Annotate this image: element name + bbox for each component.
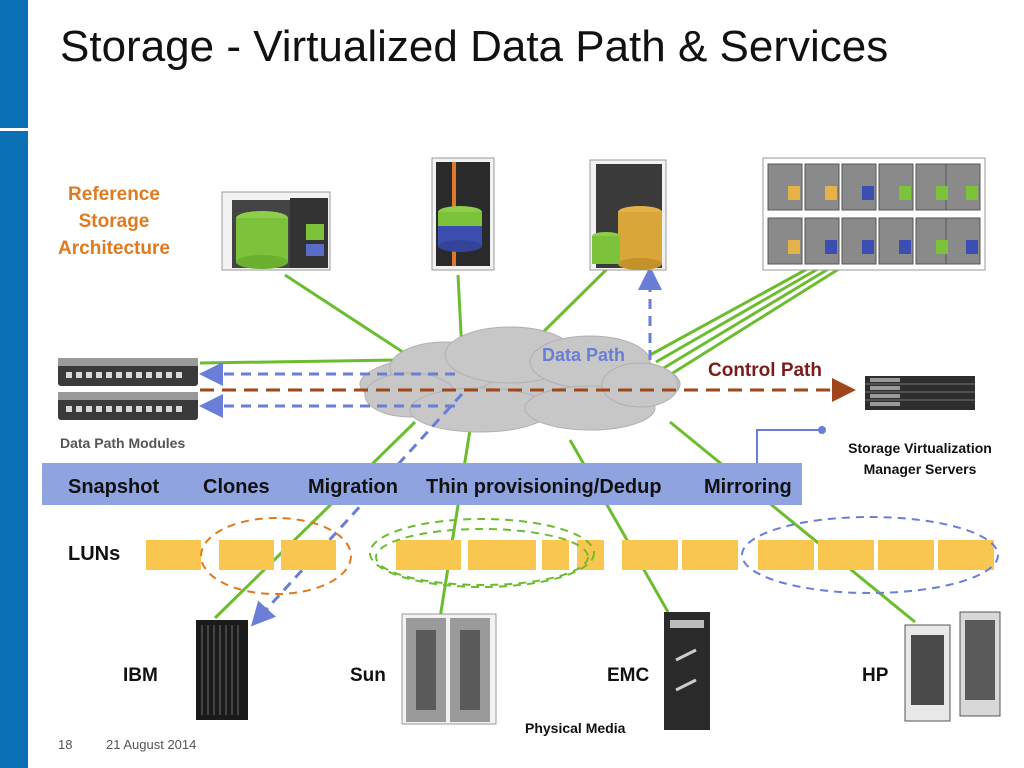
network-cloud	[359, 326, 681, 433]
emc-storage-icon	[664, 612, 710, 730]
storage-cabinet-gold-icon	[589, 159, 667, 271]
svm-connector	[756, 429, 820, 464]
data-path-label: Data Path	[542, 345, 626, 365]
service-thin-provisioning: Thin provisioning/Dedup	[426, 476, 662, 498]
lun-block	[938, 540, 994, 570]
ibm-storage-icon	[196, 620, 248, 720]
vendor-emc-label: EMC	[607, 665, 650, 686]
lun-block	[818, 540, 874, 570]
sun-storage-icon	[401, 613, 497, 725]
lun-block	[146, 540, 201, 570]
control-path-label: Control Path	[708, 360, 822, 381]
vendor-ibm-label: IBM	[123, 665, 158, 686]
lun-block	[396, 540, 461, 570]
lun-block	[281, 540, 336, 570]
luns-label: LUNs	[68, 543, 121, 565]
lun-group-green-inner	[375, 528, 589, 586]
lun-block	[468, 540, 536, 570]
lun-blocks	[146, 540, 994, 570]
page-number: 18	[58, 737, 73, 752]
service-mirroring: Mirroring	[704, 476, 792, 498]
lun-block	[878, 540, 934, 570]
svm-servers-label: Storage Virtualization Manager Servers	[848, 440, 992, 477]
lun-group-green-outer	[369, 518, 595, 588]
green-links	[199, 260, 916, 624]
lun-group-blue	[741, 516, 999, 594]
data-path-modules-label: Data Path Modules	[60, 435, 186, 451]
reference-architecture-label: Reference Storage Architecture	[58, 184, 170, 259]
lun-block	[682, 540, 738, 570]
service-migration: Migration	[308, 476, 398, 498]
data-path-arrows	[199, 266, 662, 627]
service-clones: Clones	[203, 476, 270, 498]
svm-servers-icon	[865, 376, 975, 410]
storage-array-green-icon	[221, 191, 331, 271]
lun-group-orange	[200, 517, 352, 595]
vendor-sun-label: Sun	[350, 665, 386, 686]
hp-storage-icon	[904, 611, 1001, 722]
svm-connector-dot	[818, 426, 826, 434]
service-snapshot: Snapshot	[68, 476, 160, 498]
lun-block	[622, 540, 678, 570]
server-grid-icon	[762, 157, 986, 271]
lun-block	[542, 540, 569, 570]
vendor-hp-label: HP	[862, 665, 889, 686]
physical-media-label: Physical Media	[525, 720, 626, 736]
slide-title: Storage - Virtualized Data Path & Servic…	[60, 22, 889, 71]
services-band	[42, 463, 802, 505]
data-path-modules-icon	[58, 358, 198, 420]
lun-block	[758, 540, 814, 570]
lun-block	[219, 540, 274, 570]
slide-date: 21 August 2014	[106, 737, 197, 752]
accent-bar-tick	[0, 128, 28, 131]
storage-tower-blue-icon	[431, 157, 495, 271]
